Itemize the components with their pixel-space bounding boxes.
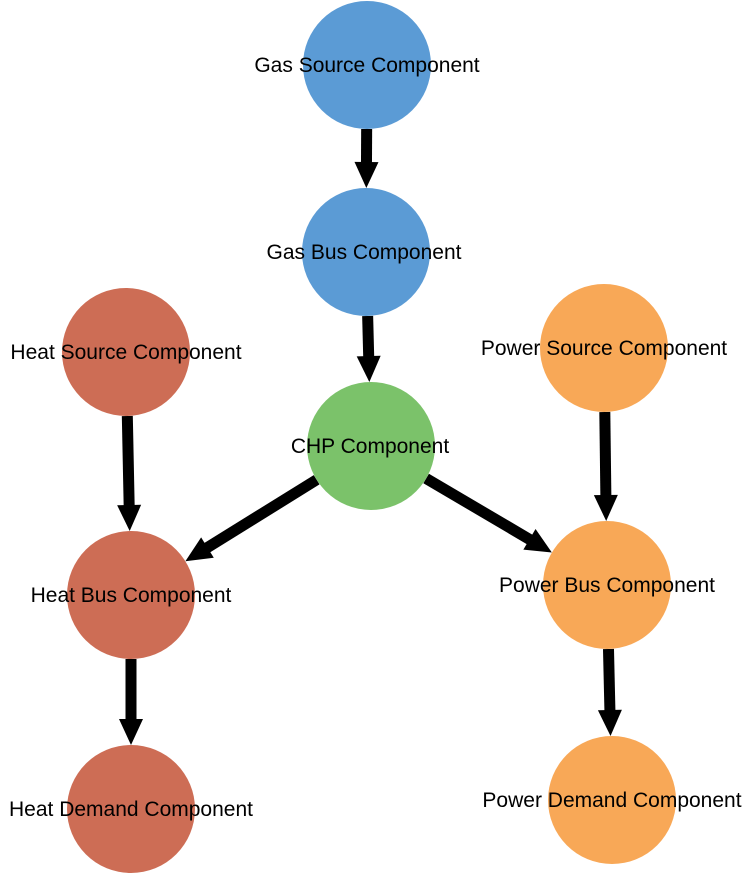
- node-circle: [307, 382, 435, 510]
- node-circle: [67, 531, 195, 659]
- node-label: Heat Bus Component: [31, 584, 232, 607]
- node-power-demand: Power Demand Component: [482, 736, 742, 864]
- node-power-source: Power Source Component: [481, 284, 727, 412]
- node-heat-demand: Heat Demand Component: [9, 745, 253, 873]
- edge-power-bus-to-power-demand: [597, 648, 622, 737]
- node-circle: [303, 1, 431, 129]
- edge-power-source-to-power-bus: [593, 411, 618, 522]
- edges-layer: [117, 128, 622, 745]
- node-gas-source: Gas Source Component: [254, 1, 480, 129]
- node-circle: [67, 745, 195, 873]
- node-circle: [543, 521, 671, 649]
- node-circle: [540, 284, 668, 412]
- edge-chp-to-heat-bus: [185, 475, 320, 562]
- arrowhead-icon: [593, 494, 618, 522]
- edge-line: [599, 411, 612, 498]
- arrowhead-icon: [185, 537, 214, 562]
- node-circle: [62, 288, 190, 416]
- arrowhead-icon: [523, 528, 552, 553]
- node-circle: [548, 736, 676, 864]
- edge-gas-bus-to-chp: [356, 315, 381, 383]
- edge-gas-source-to-gas-bus: [354, 128, 379, 189]
- node-gas-bus: Gas Bus Component: [267, 188, 462, 316]
- node-label: Gas Source Component: [254, 54, 479, 77]
- node-label: CHP Component: [291, 435, 450, 458]
- node-label: Power Demand Component: [482, 789, 741, 812]
- node-label: Heat Demand Component: [9, 798, 253, 821]
- edge-heat-source-to-heat-bus: [117, 415, 142, 532]
- arrowhead-icon: [597, 709, 622, 737]
- node-heat-bus: Heat Bus Component: [31, 531, 232, 659]
- node-circle: [302, 188, 430, 316]
- edge-line: [202, 475, 320, 554]
- arrowhead-icon: [119, 719, 143, 745]
- edge-line: [121, 415, 135, 508]
- edge-chp-to-power-bus: [423, 473, 552, 553]
- edge-line: [602, 648, 616, 713]
- arrowhead-icon: [117, 504, 142, 532]
- edge-line: [423, 473, 534, 546]
- node-label: Heat Source Component: [10, 341, 241, 364]
- edge-heat-bus-to-heat-demand: [119, 659, 143, 745]
- node-chp: CHP Component: [291, 382, 450, 510]
- node-label: Gas Bus Component: [267, 241, 462, 264]
- arrowhead-icon: [356, 355, 381, 383]
- node-heat-source: Heat Source Component: [10, 288, 242, 416]
- node-label: Power Bus Component: [499, 574, 715, 597]
- edge-line: [362, 315, 375, 359]
- node-label: Power Source Component: [481, 337, 727, 360]
- node-power-bus: Power Bus Component: [499, 521, 715, 649]
- arrowhead-icon: [354, 161, 379, 189]
